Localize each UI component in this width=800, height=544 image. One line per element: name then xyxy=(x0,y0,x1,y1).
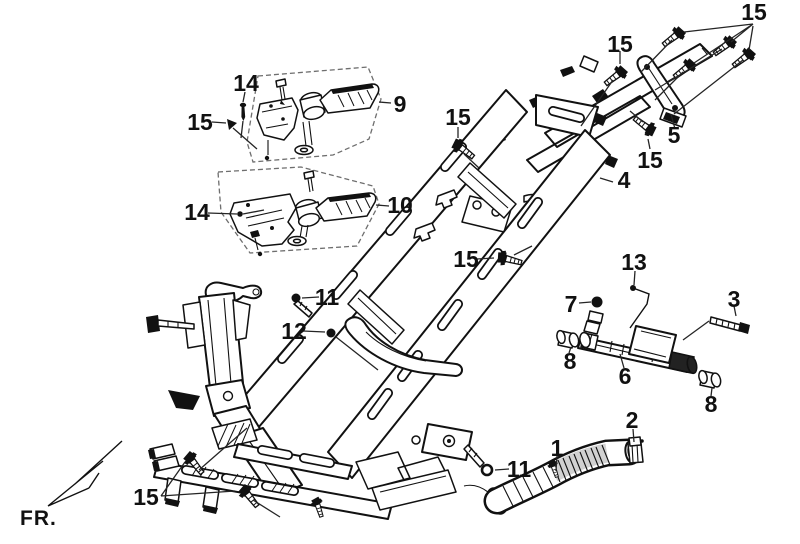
bolt-11-lower xyxy=(463,444,494,477)
footpeg-9-dashed-box xyxy=(246,66,382,163)
spar-fork-tabs xyxy=(413,189,458,242)
duct-band-clamp xyxy=(627,436,644,464)
callout-15-footpeg-bolt: 15 xyxy=(187,109,213,135)
callout-14-lower-footpeg-screw: 14 xyxy=(184,199,210,225)
footpeg-10-bolt-washer xyxy=(250,224,309,257)
footpeg-10-mount-bracket xyxy=(229,193,297,247)
hanger-long-bolt-3 xyxy=(682,316,750,341)
leader-15-footpeg xyxy=(211,121,258,150)
harness-wire-13 xyxy=(629,285,650,329)
callout-15-upper-spar-bolt: 15 xyxy=(445,104,471,130)
footpeg-10-dashed-box xyxy=(217,166,380,254)
spar-cross-members xyxy=(347,162,517,345)
callout-15-carrier-lower-bolt: 15 xyxy=(637,147,663,173)
callout-10-lower-footpeg: 10 xyxy=(387,192,413,218)
center-horn-bracket xyxy=(344,316,463,377)
loose-fasteners xyxy=(179,22,759,520)
callout-4-frame-body: 4 xyxy=(618,167,631,193)
screw-14-upper xyxy=(239,102,247,121)
bolt-11-upper xyxy=(291,293,313,318)
leader-9 xyxy=(378,101,392,104)
leader-2 xyxy=(632,428,635,443)
leader-8-left xyxy=(568,346,572,354)
hanger-bolt-7 xyxy=(583,296,604,342)
front-direction-marker: FR. xyxy=(20,440,123,530)
front-arrow-icon xyxy=(47,440,123,507)
footpeg-9-mount-bracket xyxy=(256,97,299,161)
front-marker-label: FR. xyxy=(20,507,57,530)
leader-3 xyxy=(733,305,737,317)
air-duct xyxy=(483,436,644,515)
callout-11-flange-bolt-lower: 11 xyxy=(507,456,532,482)
footpeg-9-screw xyxy=(275,78,287,105)
callout-labels: 15 15 5 15 15 4 14 15 9 14 10 15 13 7 3 … xyxy=(133,0,767,510)
callout-8-bushing-left: 8 xyxy=(564,348,577,374)
engine-hanger-assembly xyxy=(556,285,750,389)
leader-4 xyxy=(599,177,614,183)
footpeg-10-peg xyxy=(294,192,377,228)
rear-cradle-cluster xyxy=(355,423,508,515)
leader-lines xyxy=(160,23,754,518)
callout-8-bushing-right: 8 xyxy=(705,391,718,417)
callout-9-upper-footpeg: 9 xyxy=(394,91,407,117)
callout-7-hanger-bolt: 7 xyxy=(565,291,578,317)
screw-14-lower-dot xyxy=(237,211,243,217)
callout-3-hanger-long-bolt: 3 xyxy=(728,286,741,312)
hanger-center-block xyxy=(628,325,677,364)
leader-12 xyxy=(302,330,379,371)
leader-14-lower xyxy=(207,209,265,215)
footpeg-9-peg xyxy=(299,83,380,121)
leader-15-rear-tube xyxy=(580,51,621,127)
frame-body xyxy=(146,43,713,520)
leader-8-right xyxy=(710,387,713,397)
leader-13 xyxy=(633,270,636,286)
callout-15-front-lower-bolts: 15 xyxy=(133,484,159,510)
callout-15-mid-spar-bolt: 15 xyxy=(453,246,479,272)
footpeg-10-screw xyxy=(303,170,315,193)
leader-11-lower xyxy=(494,468,510,471)
flange-bolt-15-a xyxy=(658,22,689,52)
leader-1 xyxy=(555,455,558,472)
leader-7 xyxy=(578,301,592,304)
footpeg-assembly-upper xyxy=(246,66,382,163)
callout-13-harness-wire: 13 xyxy=(621,249,647,275)
leader-15-upper-spar xyxy=(457,127,480,169)
leader-15-carrier-lower xyxy=(629,110,651,150)
callout-11-flange-bolt-upper: 11 xyxy=(315,284,340,310)
bushing-left xyxy=(556,329,580,349)
screw-15-footpeg-wedge xyxy=(227,119,237,130)
leader-15-rear-carrier xyxy=(640,23,754,115)
duct-ring-lines xyxy=(502,466,554,507)
leader-6 xyxy=(619,353,625,369)
bushing-right xyxy=(698,369,722,389)
leader-15-mid-spar xyxy=(476,245,533,260)
leader-10 xyxy=(375,204,390,207)
callout-5-rear-carrier: 5 xyxy=(668,122,681,148)
main-spar-right-tube xyxy=(327,129,611,479)
callout-6-engine-hanger-link: 6 xyxy=(619,363,632,389)
leader-11-upper xyxy=(301,296,320,299)
footpeg-assembly-lower xyxy=(217,166,380,257)
callout-14-upper-footpeg-screw: 14 xyxy=(233,70,259,96)
washer-12 xyxy=(326,328,336,338)
callout-12-washer: 12 xyxy=(281,318,307,344)
leader-15-front xyxy=(160,427,281,518)
callout-2-duct-clamp: 2 xyxy=(626,407,639,433)
callout-15-rear-tube-bolt: 15 xyxy=(607,31,633,57)
callout-15-rear-carrier-bolts: 15 xyxy=(741,0,767,25)
leader-5 xyxy=(670,113,676,130)
callout-1-air-duct: 1 xyxy=(551,435,564,461)
footpeg-9-bolt-washer xyxy=(294,120,314,156)
